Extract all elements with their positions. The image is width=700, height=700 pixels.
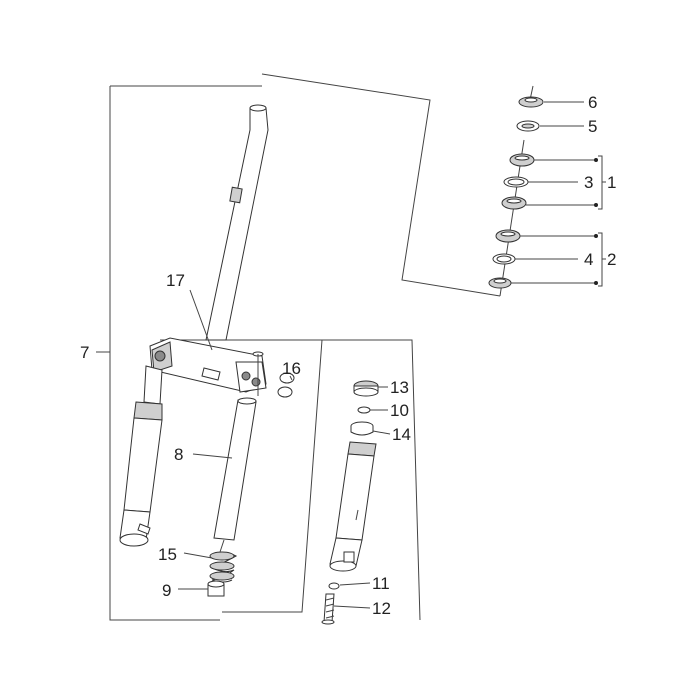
label-14: 14 — [392, 425, 411, 444]
label-4: 4 — [584, 250, 593, 269]
callout-labels: 6 5 3 1 4 2 7 17 16 8 15 9 13 10 14 11 1… — [80, 93, 616, 618]
part-13-cap — [353, 380, 379, 397]
label-5: 5 — [588, 117, 597, 136]
label-16: 16 — [282, 359, 301, 378]
part-11-washer — [328, 582, 340, 590]
label-6: 6 — [588, 93, 597, 112]
label-15: 15 — [158, 545, 177, 564]
part-16-bushings — [277, 372, 295, 398]
label-2: 2 — [607, 250, 616, 269]
main-group-frame — [109, 73, 501, 621]
label-7: 7 — [80, 343, 89, 362]
part-15-spring — [209, 539, 238, 583]
fork-assembly — [119, 104, 269, 547]
label-9: 9 — [162, 581, 171, 600]
label-11: 11 — [372, 574, 390, 593]
part-12-bolt — [321, 593, 335, 625]
part-8-inner-tube — [213, 351, 264, 541]
label-8: 8 — [174, 445, 183, 464]
label-17: 17 — [166, 271, 185, 290]
leader-lines — [96, 101, 606, 609]
leader-dots — [594, 158, 598, 285]
label-3: 3 — [584, 173, 593, 192]
part-14-seal — [350, 421, 374, 436]
part-9-buffer — [207, 580, 225, 597]
steering-bearing-stack — [488, 85, 544, 297]
label-12: 12 — [372, 599, 391, 618]
label-1: 1 — [607, 173, 616, 192]
label-13: 13 — [390, 378, 409, 397]
right-fork-leg — [329, 441, 377, 572]
part-10-ring — [357, 406, 371, 414]
label-10: 10 — [390, 401, 409, 420]
